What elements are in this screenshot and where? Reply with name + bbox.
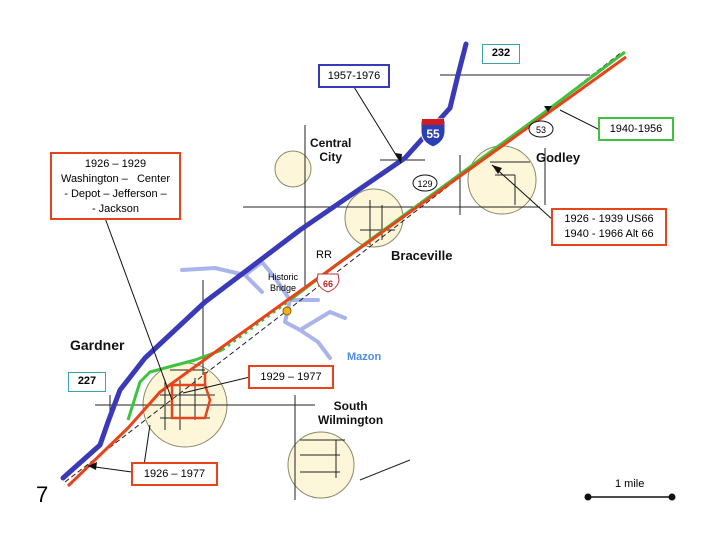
- historic-bridge-label: Historic Bridge: [268, 272, 299, 293]
- us-66-label: 66: [323, 279, 333, 289]
- town-mazon: Mazon: [347, 351, 382, 363]
- route-1926-gardner-loop: [170, 383, 212, 420]
- interstate-55-shield-icon: [420, 118, 446, 148]
- town-south-wilmington: South Wilmington: [318, 399, 384, 427]
- us-66-shield-icon: [316, 273, 340, 293]
- interstate-55-line: [60, 41, 469, 481]
- callout-1926-1977: 1926 – 1977: [131, 462, 218, 486]
- route-1940-1956: [126, 348, 223, 421]
- scale-label: 1 mile: [615, 478, 645, 490]
- route-1926-main: [66, 55, 627, 488]
- route-53-label: 53: [536, 125, 546, 135]
- town-godley: Godley: [536, 150, 581, 165]
- mile-marker-232: 232: [482, 44, 520, 64]
- slide-number: 7: [36, 482, 49, 507]
- mile-marker-227: 227: [68, 372, 106, 392]
- town-braceville: Braceville: [391, 248, 453, 263]
- callout-1926-1939-us66: 1926 - 1939 US66 1940 - 1966 Alt 66: [551, 208, 667, 246]
- route-53-shield-icon: [528, 120, 554, 138]
- route-129-shield-icon: [412, 174, 438, 192]
- town-circles: [142, 145, 537, 499]
- local-roads: [95, 74, 590, 500]
- callout-gardner-streets: 1926 – 1929 Washington – Center - Depot …: [50, 152, 181, 220]
- callout-1940-1956: 1940-1956: [598, 117, 674, 141]
- scale-bar: [584, 493, 676, 501]
- route-129-label: 129: [417, 179, 432, 189]
- river: [180, 260, 347, 360]
- callout-1929-1977: 1929 – 1977: [248, 365, 334, 389]
- town-central-city: Central City: [310, 136, 352, 164]
- historic-bridge-marker: [282, 306, 292, 316]
- interstate-55-shield-label: 55: [426, 127, 440, 141]
- town-gardner: Gardner: [70, 337, 125, 353]
- callout-i55-years: 1957-1976: [318, 64, 390, 88]
- route-1940-1956-dotted: [221, 298, 291, 352]
- railroad-label: RR: [316, 249, 332, 261]
- arrowheads: [88, 106, 552, 470]
